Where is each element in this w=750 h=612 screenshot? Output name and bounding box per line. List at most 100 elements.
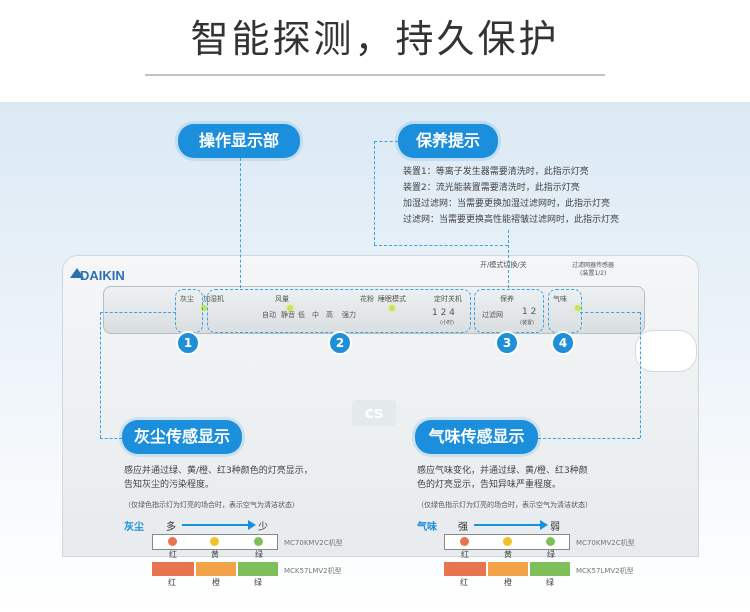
dust-yellow-dot (210, 537, 219, 546)
strong-label: 强力 (342, 311, 356, 319)
odor-leader-h2 (538, 438, 640, 439)
dust-green-segment (238, 562, 278, 576)
dust-model-2: MCK57LMV2机型 (284, 567, 342, 575)
maintenance-label: 保养 (500, 295, 514, 303)
dust-leader-h2 (100, 438, 122, 439)
odor-arrow-icon (540, 520, 548, 530)
pollen-label: 花粉 (360, 295, 374, 303)
filter-sensor-label: 过滤网器传感器 (572, 262, 615, 269)
timer-values: 1 2 4 (432, 308, 455, 318)
maintenance-callout: 保养提示 (398, 124, 498, 158)
page-title: 智能探测，持久保护 (190, 17, 560, 61)
title-divider (145, 74, 605, 76)
maintenance-leader-v1 (374, 141, 375, 245)
cs-logo-icon: cs (352, 400, 396, 426)
dust-orange-segment (196, 562, 236, 576)
odor-row1-green: 绿 (547, 550, 555, 559)
odor-row2-red: 红 (460, 578, 468, 587)
odor-green-dot (546, 537, 555, 546)
display-callout: 操作显示部 (178, 124, 300, 158)
dust-row2-red: 红 (168, 578, 176, 587)
badge-2: 2 (328, 331, 352, 355)
odor-leader-h (580, 312, 640, 313)
dust-zone-outline (175, 289, 203, 333)
dust-row1-green: 绿 (255, 550, 263, 559)
display-leader-line (240, 158, 241, 288)
odor-model-2: MCK57LMV2机型 (576, 567, 634, 575)
dust-model-1: MC70KMV2C机型 (284, 539, 343, 547)
daikin-logo-icon (70, 268, 84, 278)
odor-model-1: MC70KMV2C机型 (576, 539, 635, 547)
unit-values: 1 2 (522, 307, 537, 317)
power-mode-label: 开/模式切换/关 (480, 261, 527, 269)
odor-leader-v (640, 312, 641, 438)
odor-row1-red: 红 (461, 550, 469, 559)
maintenance-line-1: 装置1：等离子发生器需要清洗时，此指示灯亮 (403, 167, 589, 177)
dust-more-label: 多 (166, 522, 176, 533)
quiet-label: 静音 (281, 311, 295, 319)
filter-label: 过滤网 (482, 311, 503, 319)
dust-arrow-icon (248, 520, 256, 530)
mid-label: 中 (312, 311, 319, 319)
dust-leader-v (100, 312, 101, 438)
dust-less-label: 少 (258, 522, 268, 533)
maintenance-zone-outline (474, 289, 544, 333)
high-label: 高 (326, 311, 333, 319)
odor-row2-orange: 橙 (504, 578, 512, 587)
dust-arrow-line (182, 524, 250, 526)
odor-row1-yellow: 黄 (504, 550, 512, 559)
dust-desc-1: 感应并通过绿、黄/橙、红3种颜色的灯亮显示， (124, 466, 313, 476)
dust-desc-2: 告知灰尘的污染程度。 (124, 480, 215, 490)
odor-callout: 气味传感显示 (415, 420, 538, 454)
humidify-label: 加湿机 (203, 295, 224, 303)
dust-indicator-label: 灰尘 (180, 295, 194, 303)
badge-4: 4 (551, 331, 575, 355)
dust-led (201, 305, 207, 311)
odor-scale-label: 气味 (417, 522, 437, 533)
odor-orange-segment (488, 562, 528, 576)
odor-yellow-dot (503, 537, 512, 546)
brand-logo: DAIKIN (80, 268, 125, 283)
odor-note: （仅绿色指示灯为灯亮的场合时，表示空气为清洁状态） (417, 501, 592, 509)
odor-green-segment (530, 562, 570, 576)
timer-label: 定时关机 (434, 295, 462, 303)
odor-red-dot (460, 537, 469, 546)
dust-row1-red: 红 (169, 550, 177, 559)
maintenance-leader-h2 (374, 245, 508, 246)
low-label: 低 (298, 311, 305, 319)
odor-desc-2: 色的灯亮显示，告知异味严重程度。 (417, 480, 562, 490)
airflow-led (287, 305, 293, 311)
odor-zone-outline (548, 289, 582, 333)
odor-desc-1: 感应气味变化，并通过绿、黄/橙、红3种颜 (417, 466, 588, 476)
dust-green-dot (254, 537, 263, 546)
dust-scale-label: 灰尘 (124, 522, 144, 533)
dust-row2-orange: 橙 (212, 578, 220, 587)
dust-red-dot (168, 537, 177, 546)
odor-indicator-label: 气味 (553, 295, 567, 303)
operation-zone-outline (207, 289, 471, 333)
timer-unit: (小时) (440, 320, 454, 326)
dust-note: （仅绿色指示灯为灯亮的场合时，表示空气为清洁状态） (124, 501, 299, 509)
dust-red-segment (152, 562, 194, 576)
device-side-button (635, 330, 697, 372)
maintenance-line-2: 装置2：流光能装置需要清洗时，此指示灯亮 (403, 183, 580, 193)
filter-sensor-sublabel: (装置1/2) (580, 270, 607, 277)
dust-row2-green: 绿 (254, 578, 262, 587)
odor-weak-label: 弱 (550, 522, 560, 533)
sleep-led (389, 305, 395, 311)
badge-3: 3 (495, 331, 519, 355)
dust-leader-h (100, 312, 176, 313)
maintenance-leader-h (374, 141, 398, 142)
unit-label: (装置) (520, 320, 534, 326)
dust-row1-yellow: 黄 (211, 550, 219, 559)
sleep-mode-label: 睡眠模式 (378, 295, 406, 303)
maintenance-line-4: 过滤网：当需要更换高性能褶皱过滤网时，此指示灯亮 (403, 215, 620, 225)
odor-arrow-line (474, 524, 542, 526)
odor-led (575, 305, 581, 311)
maintenance-leader-v2 (508, 230, 509, 288)
badge-1: 1 (176, 331, 200, 355)
auto-label: 自动 (262, 311, 276, 319)
odor-strong-label: 强 (458, 522, 468, 533)
odor-red-segment (444, 562, 486, 576)
odor-row2-green: 绿 (546, 578, 554, 587)
